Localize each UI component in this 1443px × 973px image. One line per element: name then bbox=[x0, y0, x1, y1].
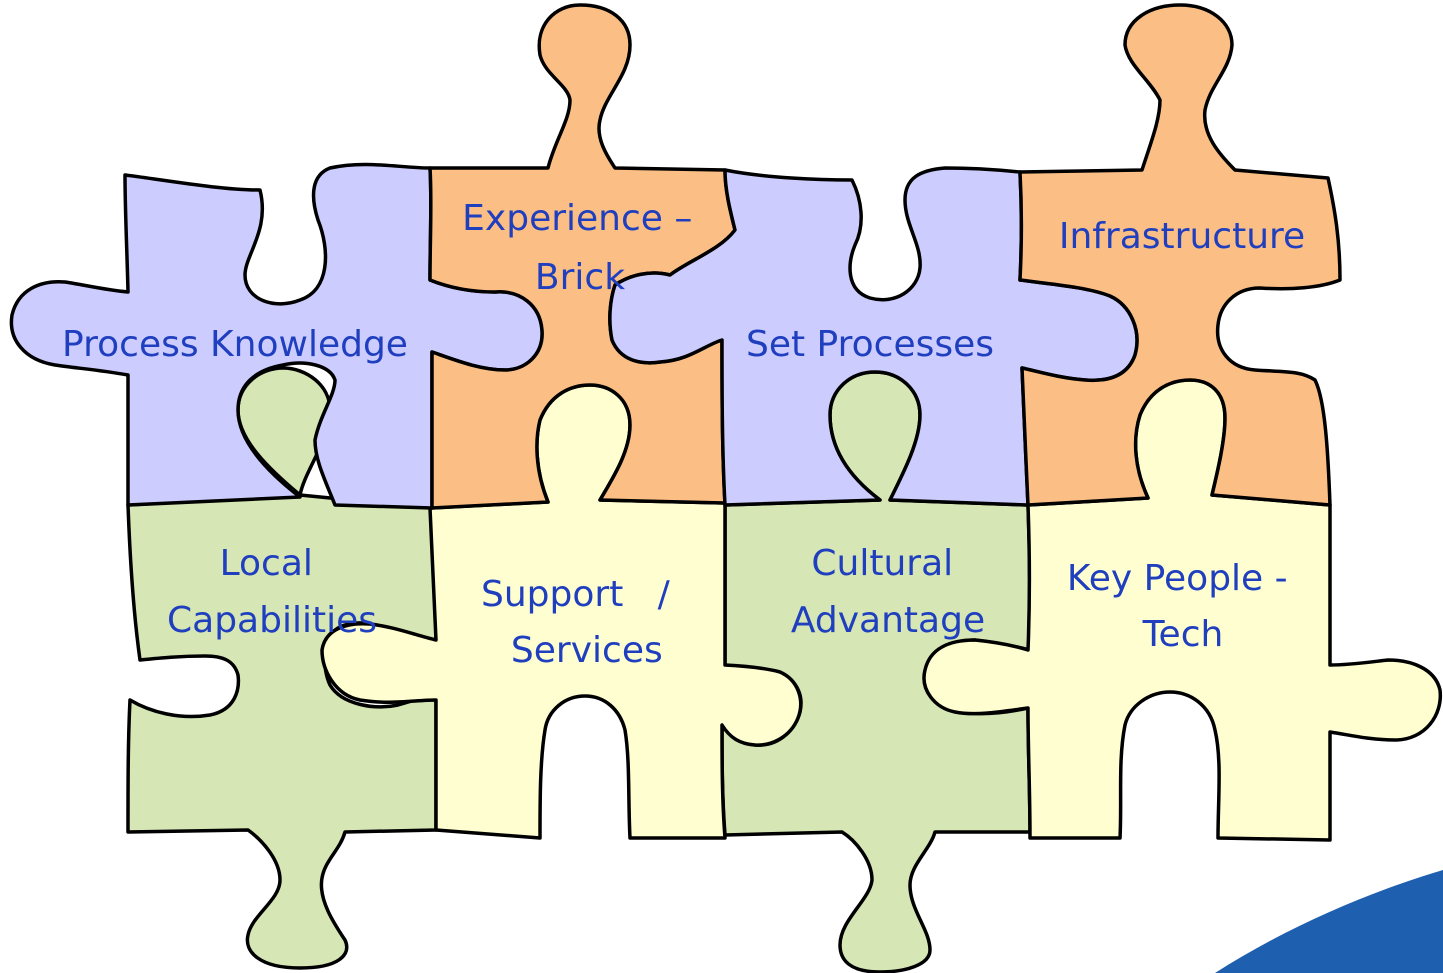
label-support-services: Support / Services bbox=[481, 574, 727, 671]
puzzle-piece-infrastructure bbox=[1018, 3, 1342, 507]
label-infrastructure: Infrastructure bbox=[1059, 216, 1305, 257]
label-key-people-tech: Key People - Tech bbox=[1067, 558, 1299, 655]
puzzle-piece-local-capabilities bbox=[126, 366, 438, 970]
corner-accent-shape bbox=[1215, 870, 1443, 973]
label-set-processes: Set Processes bbox=[746, 324, 994, 365]
label-experience-brick: Experience – Brick bbox=[462, 198, 704, 298]
label-local-capabilities: Local Capabilities bbox=[167, 543, 377, 641]
label-cultural-advantage: Cultural Advantage bbox=[791, 543, 985, 641]
label-process-knowledge: Process Knowledge bbox=[62, 324, 408, 365]
